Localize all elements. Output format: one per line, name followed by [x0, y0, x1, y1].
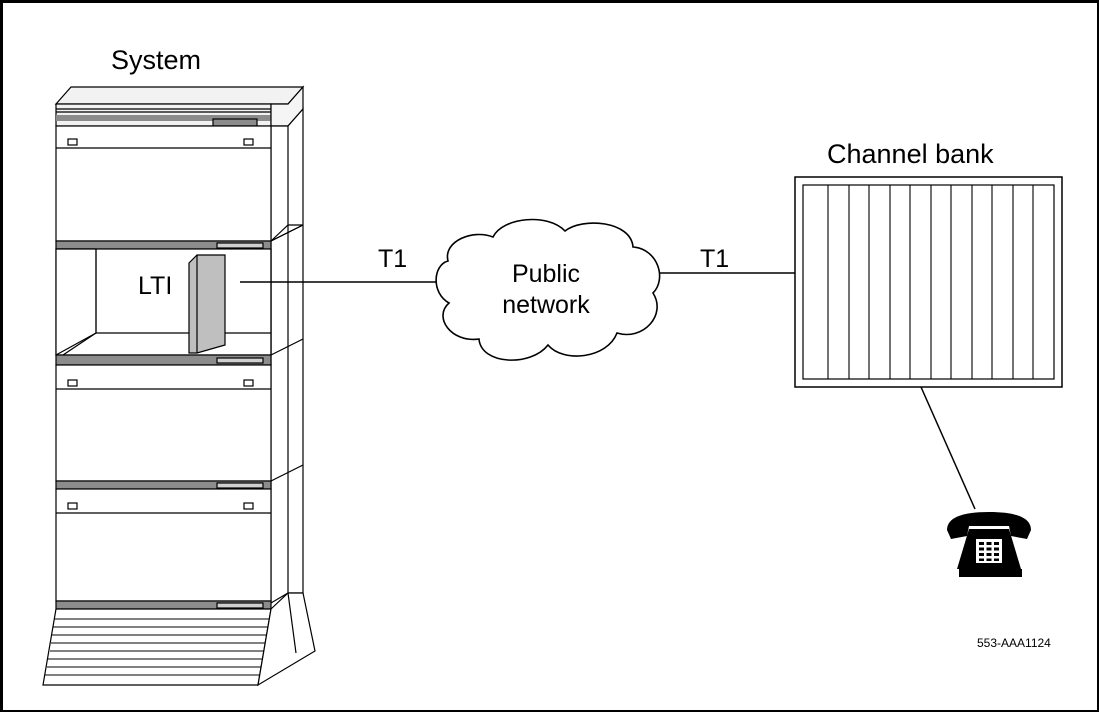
- public-network-cloud: [435, 218, 661, 361]
- t1-left-label: T1: [378, 245, 407, 273]
- network-diagram: System LTI T1 Public network T1 Channel …: [42, 45, 1063, 687]
- connection-lines: [240, 272, 976, 510]
- system-cabinet: [42, 85, 316, 687]
- channel-bank-to-phone-link: [920, 386, 976, 510]
- t1-right-label: T1: [700, 245, 729, 273]
- lti-label: LTI: [138, 272, 172, 300]
- cloud-label-line2: network: [502, 291, 590, 319]
- channel-bank-label: Channel bank: [827, 139, 994, 169]
- channel-bank: [794, 176, 1063, 388]
- telephone-icon: [947, 512, 1031, 577]
- system-label: System: [111, 45, 201, 75]
- figure-id-label: 553-AAA1124: [977, 636, 1051, 650]
- cloud-label-line1: Public: [512, 260, 580, 288]
